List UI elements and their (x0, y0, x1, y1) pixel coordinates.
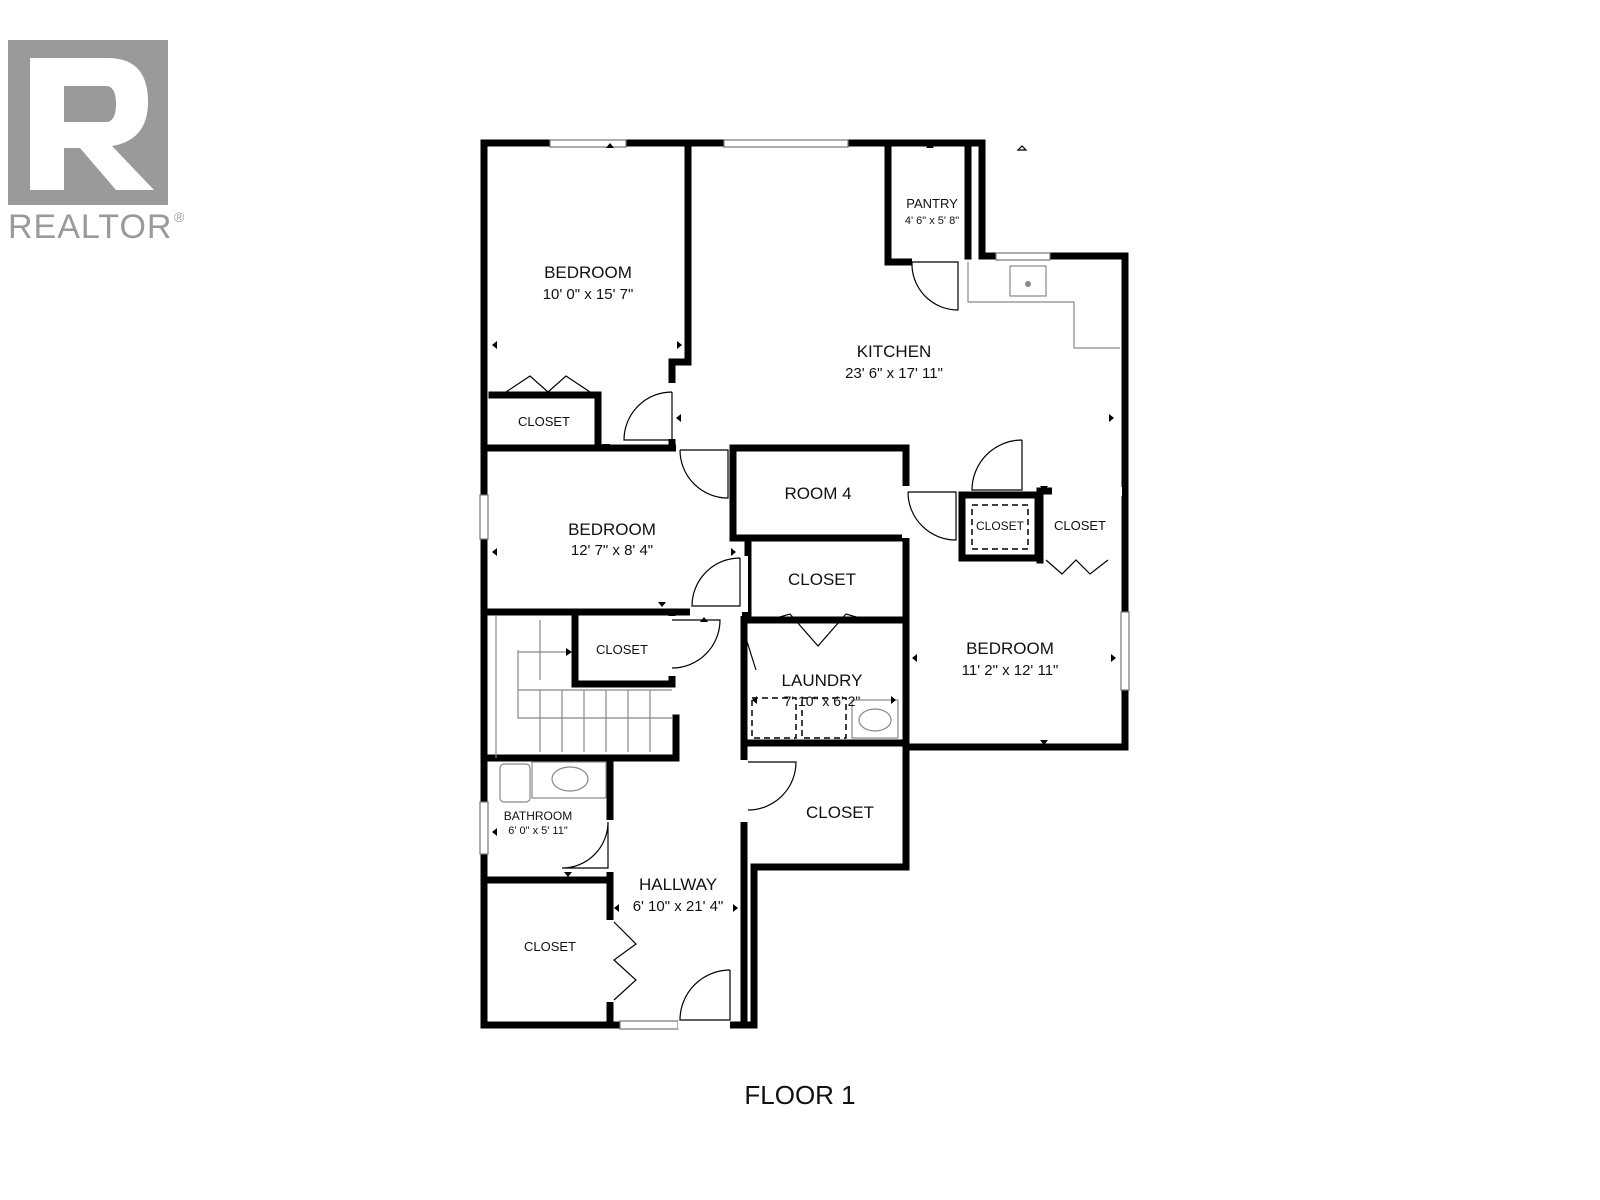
bedroom-east-dims: 11' 2" x 12' 11" (962, 662, 1059, 679)
kitchen-dims: 23' 6" x 17' 11" (845, 365, 943, 382)
closet-sw-name: CLOSET (524, 939, 576, 954)
room-labels: BEDROOM 10' 0" x 15' 7" CLOSET PANTRY 4'… (504, 196, 1106, 954)
laundry-sink (851, 699, 899, 739)
laundry-dims: 7' 10" x 6' 2" (784, 693, 861, 709)
bathroom-name: BATHROOM (504, 809, 572, 823)
bedroom-east-name: BEDROOM (966, 639, 1054, 658)
bedroom-nw-dims: 10' 0" x 15' 7" (543, 286, 634, 303)
bathroom-dims: 6' 0" x 5' 11" (508, 825, 568, 837)
staircase (495, 616, 672, 758)
kitchen-counter (967, 262, 1120, 349)
realtor-logo: REALTOR ® (8, 40, 185, 246)
realtor-r-mark (30, 58, 154, 190)
fixtures (495, 262, 1120, 803)
closet-dashed-name: CLOSET (976, 519, 1025, 533)
hallway-dims: 6' 10" x 21' 4" (633, 898, 724, 915)
closet-stairs-name: CLOSET (596, 642, 648, 657)
vanity (531, 761, 607, 799)
pantry-name: PANTRY (906, 196, 958, 211)
bedroom-mid-name: BEDROOM (568, 520, 656, 539)
bathroom-sink (551, 766, 589, 792)
pantry-dims: 4' 6" x 5' 8" (905, 215, 959, 227)
closet-nw-name: CLOSET (518, 414, 570, 429)
kitchen-sink (1009, 265, 1047, 297)
windows (479, 139, 1130, 1030)
closet-east-name: CLOSET (1054, 518, 1106, 533)
toilet (499, 763, 531, 803)
door-swings (505, 145, 1109, 1021)
registered-mark: ® (174, 209, 185, 225)
dryer (801, 697, 847, 739)
laundry-name: LAUNDRY (782, 671, 863, 690)
bedroom-mid-dims: 12' 7" x 8' 4" (571, 542, 653, 559)
closet-laundry-s-name: CLOSET (806, 803, 874, 822)
closet-room4-name: CLOSET (788, 570, 856, 589)
floor-title: FLOOR 1 (744, 1080, 856, 1110)
bedroom-nw-name: BEDROOM (544, 263, 632, 282)
hallway-name: HALLWAY (639, 875, 717, 894)
dimension-markers (492, 143, 1116, 912)
realtor-wordmark: REALTOR (8, 208, 172, 246)
sink-drain (1025, 281, 1031, 287)
washer (751, 697, 797, 739)
room4-name: ROOM 4 (784, 484, 851, 503)
kitchen-name: KITCHEN (857, 342, 932, 361)
